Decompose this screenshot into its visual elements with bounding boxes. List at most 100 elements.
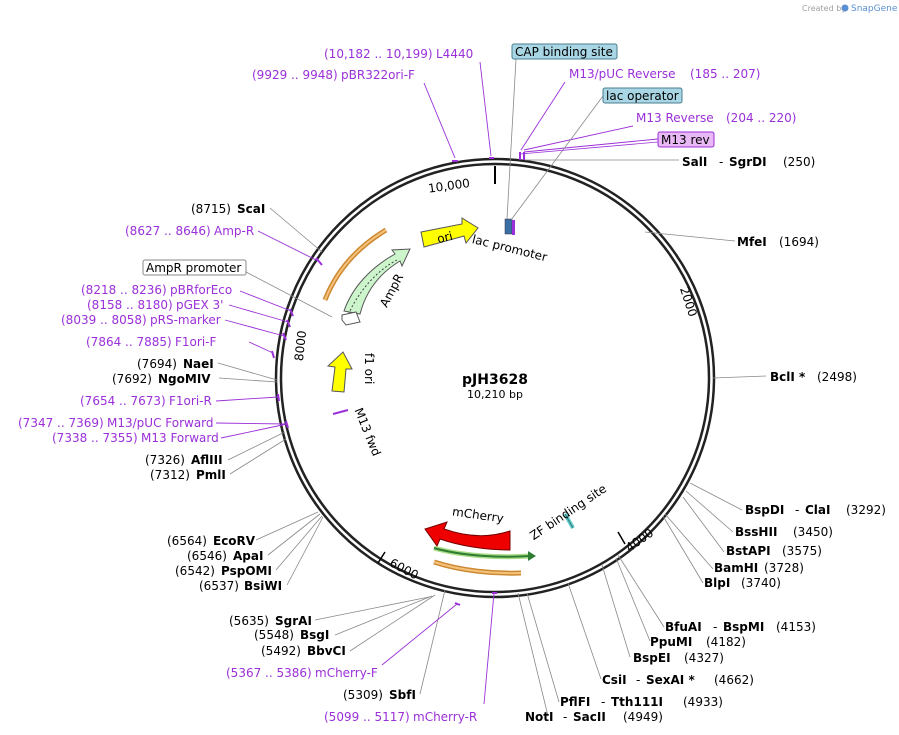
svg-text:(8715): (8715) — [191, 202, 231, 216]
enzyme-blpi[interactable]: BlpI (3740) — [704, 576, 781, 590]
enzyme-apai[interactable]: (6546) ApaI — [187, 549, 263, 563]
primer-f1ori-f[interactable]: (7864 .. 7885) F1ori-F — [86, 335, 216, 349]
svg-text:BspMI: BspMI — [723, 620, 764, 634]
svg-text:M13 Forward: M13 Forward — [141, 431, 219, 445]
svg-text:(7654 .. 7673): (7654 .. 7673) — [80, 394, 166, 408]
feature-ori[interactable]: ori — [420, 217, 479, 248]
svg-text:(7692): (7692) — [112, 372, 152, 386]
svg-text:(204 .. 220): (204 .. 220) — [726, 111, 796, 125]
svg-text:lac promoter: lac promoter — [471, 232, 549, 264]
svg-text:F1ori-R: F1ori-R — [169, 394, 212, 408]
svg-text:-: - — [601, 695, 605, 709]
enzyme-bsiwi[interactable]: (6537) BsiWI — [199, 579, 282, 593]
svg-text:SalI: SalI — [682, 155, 707, 169]
enzyme-bfuai-bspmi[interactable]: BfuAI - BspMI (4153) — [665, 620, 816, 634]
enzyme-ecorv[interactable]: (6564) EcoRV — [167, 534, 256, 548]
primer-m13-forward[interactable]: (7338 .. 7355) M13 Forward — [52, 431, 219, 445]
feature-box-m13-rev[interactable]: M13 rev — [657, 131, 715, 148]
svg-text:BamHI: BamHI — [714, 561, 758, 575]
enzyme-bcli[interactable]: BclI * (2498) — [770, 370, 857, 384]
primer-mcherry-f[interactable]: (5367 .. 5386) mCherry-F — [226, 666, 378, 680]
svg-text:(10,182 .. 10,199): (10,182 .. 10,199) — [324, 47, 433, 61]
svg-text:L4440: L4440 — [436, 47, 473, 61]
primer-m13-puc-reverse[interactable]: M13/pUC Reverse (185 .. 207) — [569, 67, 760, 81]
feature-box-cap-binding-site[interactable]: CAP binding site — [511, 43, 618, 60]
svg-text:mCherry-R: mCherry-R — [413, 710, 477, 724]
svg-text:lac operator: lac operator — [606, 89, 679, 103]
primer-prs-marker[interactable]: (8039 .. 8058) pRS-marker — [61, 313, 221, 327]
svg-text:BsiWI: BsiWI — [244, 579, 282, 593]
svg-text:AflIII: AflIII — [191, 453, 223, 467]
enzyme-sali-sgrdi[interactable]: SalI - SgrDI (250) — [682, 155, 815, 169]
svg-text:ScaI: ScaI — [237, 202, 265, 216]
enzyme-ppumi[interactable]: PpuMI (4182) — [650, 635, 746, 649]
m13-rev-leader — [519, 141, 659, 155]
feature-box-lac-operator[interactable]: lac operator — [602, 87, 683, 104]
snapgene-logo-icon — [841, 4, 849, 12]
primer-amp-r[interactable]: (8627 .. 8646) Amp-R — [125, 224, 254, 238]
primer-m13-reverse[interactable]: M13 Reverse (204 .. 220) — [636, 111, 796, 125]
svg-text:CsiI: CsiI — [602, 673, 627, 687]
enzyme-sgrai[interactable]: (5635) SgrAI — [229, 614, 312, 628]
svg-text:ZF binding site: ZF binding site — [527, 481, 609, 542]
feature-f1-ori[interactable]: f1 ori — [326, 351, 376, 393]
svg-text:BssHII: BssHII — [735, 525, 777, 539]
feature-mcherry[interactable]: mCherry — [424, 504, 511, 551]
svg-text:(3450): (3450) — [793, 525, 833, 539]
enzyme-pspomi[interactable]: (6542) PspOMI — [175, 564, 272, 578]
enzyme-bbvci[interactable]: (5492) BbvCI — [261, 644, 346, 658]
enzyme-bamhi[interactable]: BamHI (3728) — [714, 561, 804, 575]
enzyme-bspei[interactable]: BspEI (4327) — [633, 651, 724, 665]
svg-text:AmpR: AmpR — [377, 271, 406, 309]
primer-m13-puc-forward[interactable]: (7347 .. 7369) M13/pUC Forward — [18, 416, 214, 430]
feature-ampr[interactable]: AmpR — [343, 248, 411, 319]
enzyme-bstapi[interactable]: BstAPI (3575) — [726, 544, 822, 558]
enzyme-sbfi[interactable]: (5309) SbfI — [343, 688, 416, 702]
enzyme-ngomiv[interactable]: (7692) NgoMIV — [112, 372, 211, 386]
credit-brand[interactable]: SnapGene — [851, 4, 898, 14]
enzyme-afliii[interactable]: (7326) AflIII — [145, 453, 223, 467]
primer-f1ori-r[interactable]: (7654 .. 7673) F1ori-R — [80, 394, 212, 408]
feature-lac-promoter[interactable]: lac promoter — [471, 218, 549, 264]
svg-text:ori: ori — [436, 229, 455, 246]
svg-text:M13 fwd: M13 fwd — [351, 406, 383, 458]
svg-text:NotI: NotI — [525, 710, 554, 724]
primer-l4440[interactable]: (10,182 .. 10,199) L4440 — [324, 47, 473, 61]
svg-text:MfeI: MfeI — [737, 235, 767, 249]
svg-text:NgoMIV: NgoMIV — [158, 372, 211, 386]
primer-pgex-3[interactable]: (8158 .. 8180) pGEX 3' — [87, 298, 223, 312]
enzyme-bspdi-clai[interactable]: BspDI - ClaI (3292) — [745, 503, 886, 517]
svg-text:-: - — [795, 503, 799, 517]
primer-pbr322ori-f[interactable]: (9929 .. 9948) pBR322ori-F — [252, 68, 415, 82]
enzyme-naei[interactable]: (7694) NaeI — [137, 357, 214, 371]
enzyme-bsgi[interactable]: (5548) BsgI — [254, 628, 329, 642]
enzyme-noti-sacii[interactable]: NotI - SacII (4949) — [525, 710, 663, 724]
primer-pbrforeco[interactable]: (8218 .. 8236) pBRforEco — [81, 283, 232, 297]
svg-text:(185 .. 207): (185 .. 207) — [690, 67, 760, 81]
enzyme-pmli[interactable]: (7312) PmlI — [150, 468, 226, 482]
enzyme-scai[interactable]: (8715) ScaI — [191, 202, 265, 216]
svg-text:PflFI: PflFI — [560, 695, 590, 709]
feature-zf-binding-site[interactable]: ZF binding site — [527, 481, 609, 542]
svg-text:(6546): (6546) — [187, 549, 227, 563]
svg-text:BspEI: BspEI — [633, 651, 671, 665]
enzyme-bsshii[interactable]: BssHII (3450) — [735, 525, 833, 539]
svg-text:BspDI: BspDI — [745, 503, 784, 517]
svg-text:M13 Reverse: M13 Reverse — [636, 111, 714, 125]
svg-text:ApaI: ApaI — [233, 549, 263, 563]
svg-text:PpuMI: PpuMI — [650, 635, 692, 649]
feature-m13-fwd[interactable]: M13 fwd — [332, 406, 384, 458]
svg-text:BstAPI: BstAPI — [726, 544, 771, 558]
primer-mcherry-r[interactable]: (5099 .. 5117) mCherry-R — [324, 710, 477, 724]
feature-box-ampr-promoter[interactable]: AmpR promoter — [142, 259, 247, 276]
svg-text:(4153): (4153) — [776, 620, 816, 634]
svg-text:(5635): (5635) — [229, 614, 269, 628]
enzyme-csii-sexai[interactable]: CsiI - SexAI * (4662) — [602, 673, 754, 687]
svg-text:mCherry: mCherry — [451, 504, 504, 525]
svg-text:(3292): (3292) — [846, 503, 886, 517]
svg-text:EcoRV: EcoRV — [213, 534, 256, 548]
enzyme-mfei[interactable]: MfeI (1694) — [737, 235, 819, 249]
tick-mark-6000 — [377, 551, 386, 564]
feature-mcherry-orange-arc — [433, 559, 522, 576]
enzyme-pflfi-tth111i[interactable]: PflFI - Tth111I (4933) — [560, 695, 723, 709]
